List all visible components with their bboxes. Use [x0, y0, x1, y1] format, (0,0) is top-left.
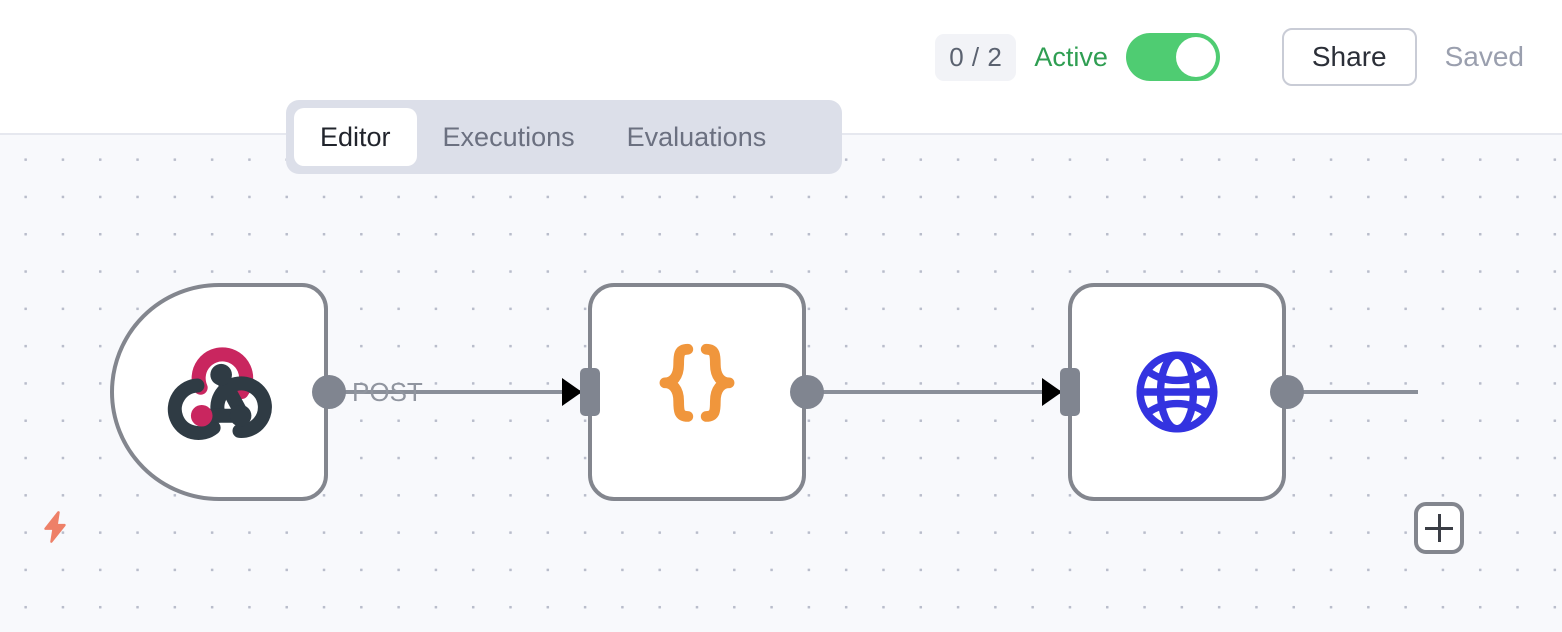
active-toggle[interactable] [1125, 33, 1220, 81]
node-webhook[interactable] [110, 283, 328, 501]
handle-output-webhook[interactable] [312, 375, 346, 409]
view-tabs: Editor Executions Evaluations [286, 100, 842, 174]
plus-icon-vertical [1437, 514, 1441, 542]
edge-filter-to-create [820, 390, 1060, 394]
webhook-icon [167, 347, 272, 441]
execution-count-badge: 0 / 2 [935, 33, 1017, 81]
node-filter-merged-prs[interactable] [588, 283, 806, 501]
active-status-label: Active [1034, 41, 1108, 72]
arrow-head-icon [562, 378, 582, 406]
arrow-head-icon [1042, 378, 1062, 406]
saved-status-label: Saved [1444, 41, 1524, 72]
add-node-button[interactable] [1414, 502, 1464, 554]
workflow-canvas[interactable]: POST Webhook [0, 135, 1562, 632]
handle-input-filter[interactable] [580, 368, 600, 416]
tab-executions[interactable]: Executions [442, 121, 575, 152]
handle-output-create[interactable] [1270, 375, 1304, 409]
edge-label-post: POST [352, 377, 423, 407]
node-create-agent-job[interactable] [1068, 283, 1286, 501]
share-button[interactable]: Share [1281, 28, 1417, 86]
lightning-bolt-icon [44, 511, 66, 543]
handle-output-filter[interactable] [790, 375, 824, 409]
globe-icon [1136, 351, 1218, 433]
toggle-knob [1175, 37, 1216, 77]
code-braces-icon [659, 343, 735, 422]
tab-evaluations[interactable]: Evaluations [626, 121, 767, 152]
header-actions: 0 / 2 Active Share Saved [935, 28, 1524, 86]
handle-input-create[interactable] [1060, 368, 1080, 416]
edge-webhook-to-filter [344, 390, 584, 394]
edge-create-to-add [1298, 390, 1418, 394]
tab-editor[interactable]: Editor [294, 108, 417, 166]
